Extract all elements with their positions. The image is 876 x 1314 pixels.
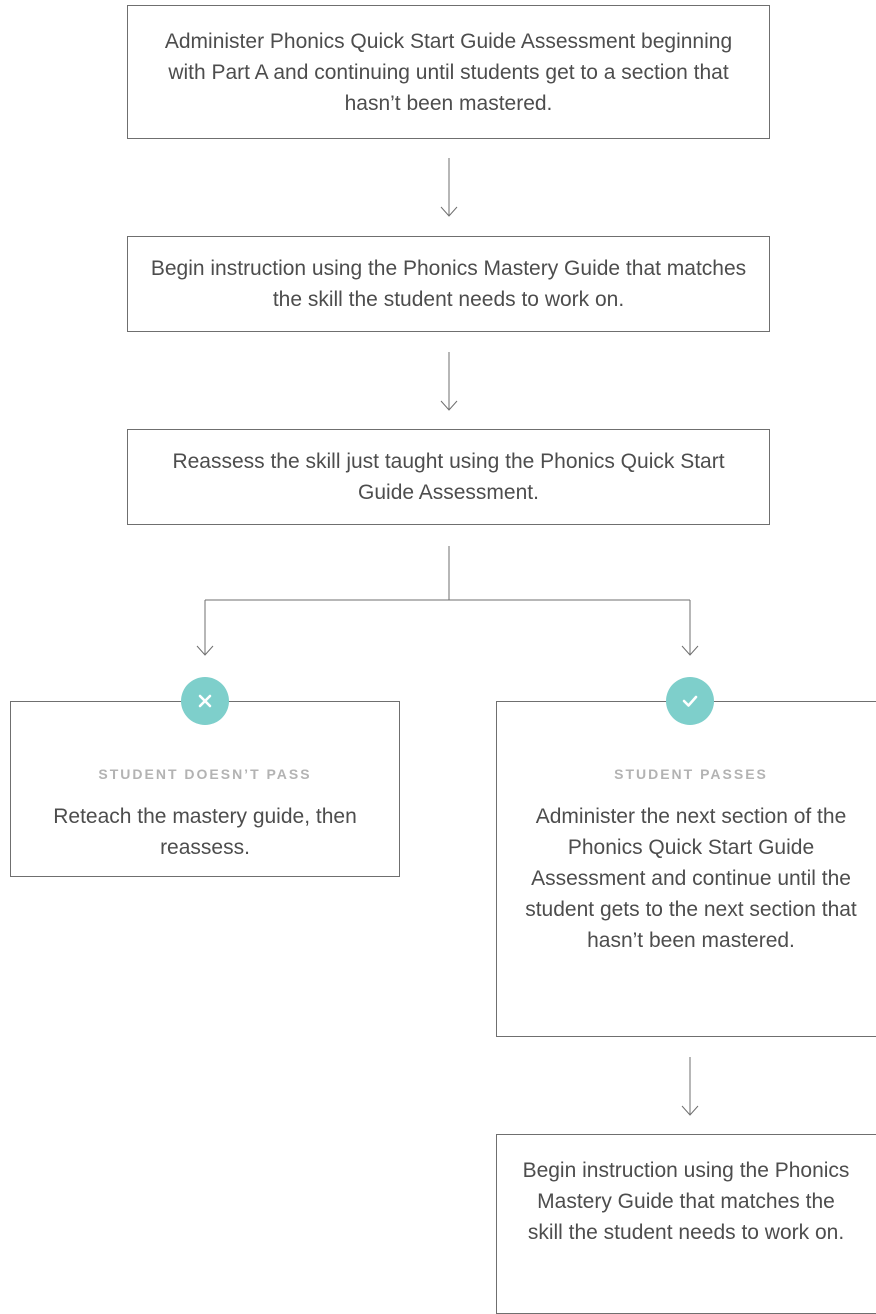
- step-reassess-text: Reassess the skill just taught using the…: [172, 450, 725, 504]
- outcome-fail-box: STUDENT DOESN’T PASS Reteach the mastery…: [10, 701, 400, 877]
- step-assess-text: Administer Phonics Quick Start Guide Ass…: [164, 29, 733, 115]
- arrow-to-pass: [681, 600, 699, 656]
- arrow-instruct-to-reassess: [440, 352, 458, 411]
- step-assess-box: Administer Phonics Quick Start Guide Ass…: [127, 5, 770, 139]
- final-step-box: Begin instruction using the Phonics Mast…: [496, 1134, 876, 1314]
- outcome-fail-text: Reteach the mastery guide, then reassess…: [53, 805, 357, 859]
- step-instruct-text: Begin instruction using the Phonics Mast…: [150, 257, 747, 311]
- final-step-text: Begin instruction using the Phonics Mast…: [522, 1159, 850, 1244]
- arrow-to-fail: [196, 600, 214, 656]
- outcome-pass-label: STUDENT PASSES: [614, 766, 768, 782]
- arrow-pass-to-final: [681, 1057, 699, 1116]
- step-reassess-box: Reassess the skill just taught using the…: [127, 429, 770, 525]
- check-icon: [666, 677, 714, 725]
- outcome-pass-box: STUDENT PASSES Administer the next secti…: [496, 701, 876, 1037]
- x-icon: [181, 677, 229, 725]
- arrow-assess-to-instruct: [440, 158, 458, 217]
- step-instruct-box: Begin instruction using the Phonics Mast…: [127, 236, 770, 332]
- branch-connector: [205, 546, 690, 601]
- outcome-fail-label: STUDENT DOESN’T PASS: [98, 766, 312, 782]
- outcome-pass-text: Administer the next section of the Phoni…: [525, 805, 857, 952]
